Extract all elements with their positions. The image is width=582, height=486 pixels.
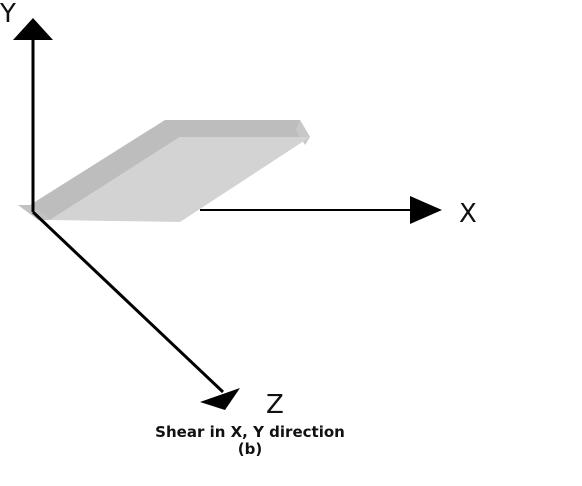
box-front-face bbox=[50, 137, 310, 222]
x-axis-arrowhead bbox=[410, 196, 442, 224]
z-axis: Z bbox=[31, 210, 284, 420]
x-axis-label: X bbox=[459, 199, 477, 229]
caption-subtitle: (b) bbox=[237, 440, 263, 458]
box-top-face bbox=[30, 120, 310, 220]
x-axis: X bbox=[200, 196, 477, 229]
z-axis-line bbox=[31, 210, 225, 394]
z-axis-label: Z bbox=[266, 390, 284, 420]
y-axis-arrowhead bbox=[13, 18, 53, 40]
caption-title: Shear in X, Y direction bbox=[155, 423, 345, 441]
y-axis-label: Y bbox=[0, 0, 16, 29]
sheared-box bbox=[18, 120, 310, 222]
y-axis: Y bbox=[0, 0, 53, 212]
z-axis-arrowhead bbox=[200, 388, 240, 410]
